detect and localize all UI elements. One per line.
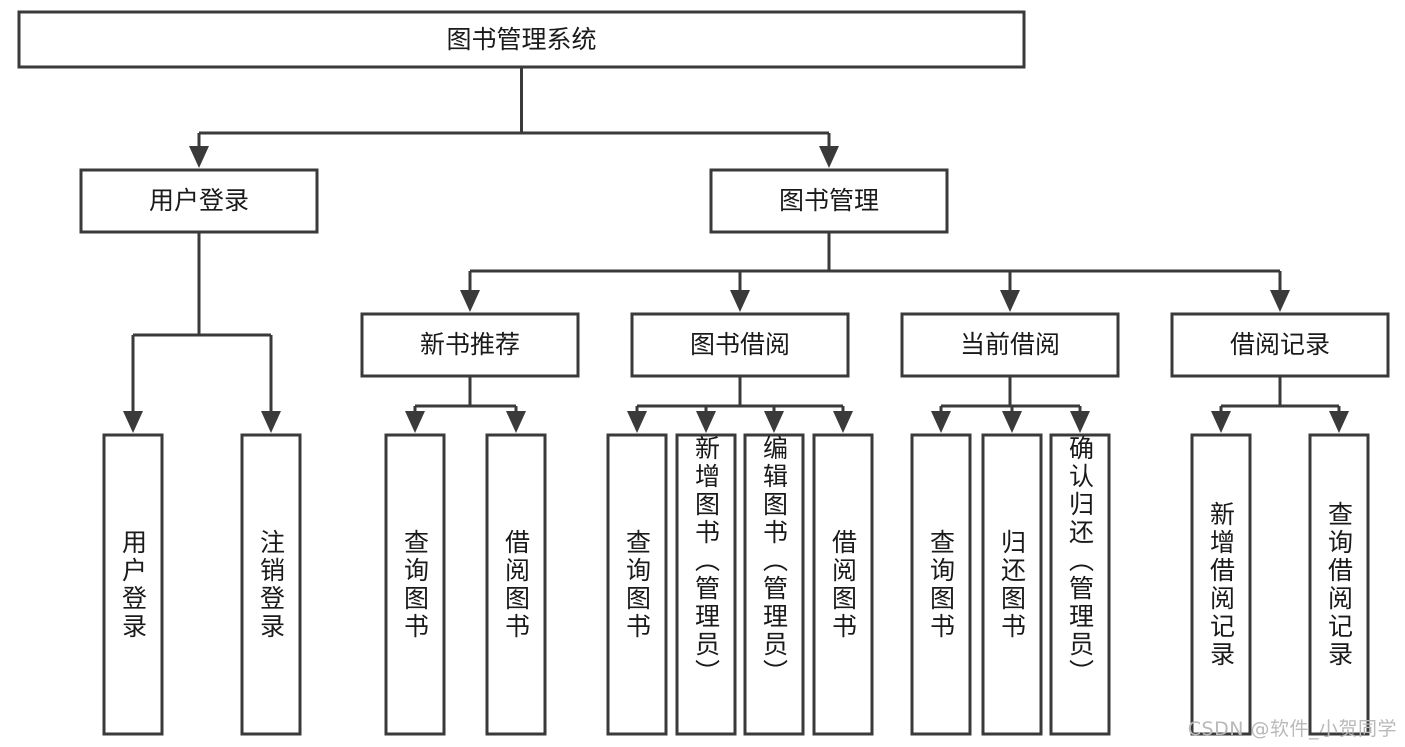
arrow-head-book-manage: [819, 146, 839, 168]
arrow-head-book-borrow: [730, 290, 750, 312]
leaf-box-query-book-3[interactable]: [910, 433, 972, 736]
arrow-head-borrow-record: [1270, 290, 1290, 312]
node-root[interactable]: 图书管理系统: [17, 10, 1026, 69]
node-book-borrow[interactable]: 图书借阅: [630, 312, 850, 378]
node-borrow-record-label: 借阅记录: [1230, 330, 1330, 359]
arrow-head-leaf-edit-book: [764, 411, 784, 433]
node-borrow-record[interactable]: 借阅记录: [1170, 312, 1390, 378]
leaf-box-add-record[interactable]: [1190, 433, 1252, 736]
arrow-head-leaf-confirm-return: [1070, 411, 1090, 433]
leaf-box-confirm-return[interactable]: [1049, 433, 1111, 736]
connector-borrow-record-to-leaves: [1211, 376, 1349, 433]
node-user-login-label: 用户登录: [149, 186, 249, 215]
arrow-head-user-login: [189, 146, 209, 168]
connector-user-login-to-leaves: [123, 232, 281, 433]
arrow-head-leaf-user-login: [123, 411, 143, 433]
csdn-watermark: CSDN @软件_小贺同学: [1187, 718, 1397, 740]
node-book-borrow-box[interactable]: [630, 312, 850, 378]
connector-book-manage-to-level3: [460, 232, 1290, 312]
arrow-head-leaf-query-book-2: [627, 411, 647, 433]
arrow-head-leaf-borrow-book-2: [833, 411, 853, 433]
leaf-box-return-book[interactable]: [981, 433, 1043, 736]
node-current-borrow-box[interactable]: [900, 312, 1120, 378]
leaf-box-edit-book[interactable]: [743, 433, 805, 736]
node-new-book-recommend-box[interactable]: [360, 312, 580, 378]
leaf-box-add-book[interactable]: [675, 433, 737, 736]
leaf-boxes: [102, 433, 1370, 736]
leaf-box-query-record[interactable]: [1308, 433, 1370, 736]
connector-new-book-recommend-to-leaves: [405, 376, 526, 433]
arrow-head-leaf-add-record: [1211, 411, 1231, 433]
arrow-head-leaf-borrow-book-1: [506, 411, 526, 433]
node-root-label: 图书管理系统: [446, 25, 596, 54]
arrow-head-leaf-query-book-1: [405, 411, 425, 433]
node-user-login[interactable]: 用户登录: [79, 168, 319, 234]
node-root-box[interactable]: [17, 10, 1026, 69]
arrow-head-leaf-add-book: [696, 411, 716, 433]
node-book-manage-label: 图书管理: [779, 186, 879, 215]
arrow-head-leaf-query-book-3: [931, 411, 951, 433]
arrow-head-leaf-logout: [261, 411, 281, 433]
leaf-box-query-book-1[interactable]: [384, 433, 446, 736]
arrow-head-leaf-query-record: [1329, 411, 1349, 433]
leaf-box-query-book-2[interactable]: [606, 433, 668, 736]
leaf-box-borrow-book-2[interactable]: [812, 433, 874, 736]
arrow-head-leaf-return-book: [1002, 411, 1022, 433]
connector-book-borrow-to-leaves: [627, 376, 853, 433]
node-new-book-recommend[interactable]: 新书推荐: [360, 312, 580, 378]
node-book-manage[interactable]: 图书管理: [709, 168, 949, 234]
arrow-head-current-borrow: [1000, 290, 1020, 312]
node-current-borrow-label: 当前借阅: [960, 330, 1060, 359]
node-current-borrow[interactable]: 当前借阅: [900, 312, 1120, 378]
node-book-manage-box[interactable]: [709, 168, 949, 234]
leaf-box-user-login[interactable]: [102, 433, 164, 736]
connector-current-borrow-to-leaves: [931, 376, 1090, 433]
connector-root-to-level2: [189, 67, 839, 168]
node-new-book-recommend-label: 新书推荐: [420, 330, 520, 359]
leaf-box-logout[interactable]: [240, 433, 302, 736]
leaf-box-borrow-book-1[interactable]: [485, 433, 547, 736]
node-user-login-box[interactable]: [79, 168, 319, 234]
arrow-head-new-book-recommend: [460, 290, 480, 312]
node-borrow-record-box[interactable]: [1170, 312, 1390, 378]
node-book-borrow-label: 图书借阅: [690, 330, 790, 359]
